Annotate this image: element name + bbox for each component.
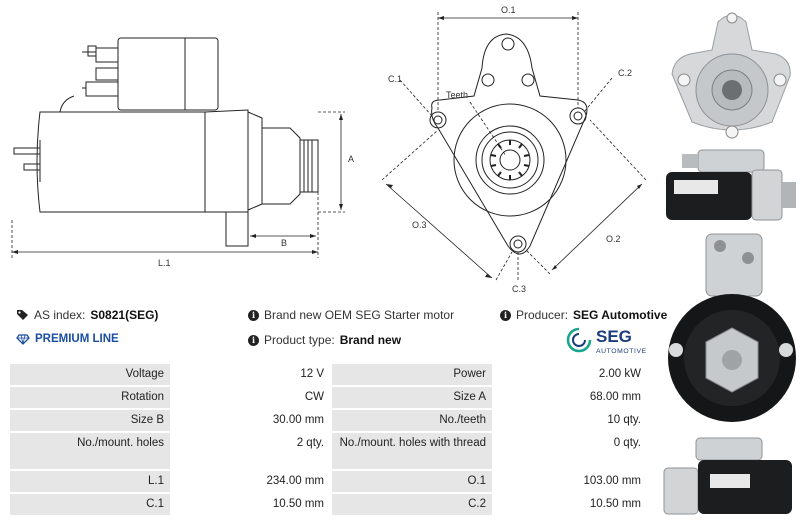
photo-rear-view[interactable] (662, 232, 800, 428)
spec-value: 2 qty. (172, 433, 330, 469)
technical-drawing: A B L.1 (0, 0, 660, 300)
spec-label: Size A (332, 387, 492, 408)
spec-value: 10.50 mm (172, 494, 330, 515)
starter-motor-drawing: A B L.1 (11, 5, 647, 294)
producer-label: Producer: (516, 308, 569, 322)
as-index-value: S0821(SEG) (90, 308, 159, 322)
dim-label-o2: O.2 (606, 234, 621, 244)
info-icon: i (248, 334, 259, 346)
spec-value: CW (172, 387, 330, 408)
photo-side-view[interactable] (662, 146, 800, 226)
description: i Brand new OEM SEG Starter motor (248, 308, 454, 322)
specs-table: Voltage 12 V Power 2.00 kW Rotation CW S… (8, 362, 649, 517)
table-row: C.1 10.50 mm C.2 10.50 mm (10, 494, 647, 515)
solenoid-outline (117, 37, 219, 111)
info-icon: i (248, 309, 259, 321)
producer: i Producer: SEG Automotive (500, 308, 667, 322)
dim-label-teeth: Teeth (446, 90, 468, 100)
as-index-label: AS index: (34, 308, 86, 322)
spec-label: No./mount. holes (10, 433, 170, 469)
spec-label: C.1 (10, 494, 170, 515)
dim-label-o1: O.1 (501, 5, 516, 15)
spec-value: 30.00 mm (172, 410, 330, 431)
spec-label: Power (332, 364, 492, 385)
product-info: AS index: S0821(SEG) i Brand new OEM SEG… (14, 306, 667, 358)
spec-value: 103.00 mm (494, 471, 647, 492)
table-row: Size B 30.00 mm No./teeth 10 qty. (10, 410, 647, 431)
product-photos (662, 0, 800, 523)
spec-value: 234.00 mm (172, 471, 330, 492)
table-row: Voltage 12 V Power 2.00 kW (10, 364, 647, 385)
as-index: AS index: S0821(SEG) (16, 308, 158, 322)
seg-logo-icon: SEG AUTOMOTIVE (566, 327, 647, 355)
product-type-label: Product type: (264, 333, 335, 347)
dim-label-c3: C.3 (512, 284, 526, 294)
spec-value: 10 qty. (494, 410, 647, 431)
svg-text:AUTOMOTIVE: AUTOMOTIVE (596, 348, 647, 355)
spec-value: 10.50 mm (494, 494, 647, 515)
spec-label: Rotation (10, 387, 170, 408)
photo-side-view-2[interactable] (662, 434, 800, 520)
table-row: L.1 234.00 mm O.1 103.00 mm (10, 471, 647, 492)
dim-label-a: A (348, 154, 354, 164)
premium-line-text: PREMIUM LINE (35, 333, 119, 345)
housing-circle (453, 103, 567, 217)
spec-label: C.2 (332, 494, 492, 515)
product-type: i Product type: Brand new (248, 333, 401, 347)
spec-value: 68.00 mm (494, 387, 647, 408)
motor-body-outline (36, 111, 206, 213)
dim-label-l1: L.1 (158, 258, 171, 268)
spec-label: Voltage (10, 364, 170, 385)
spec-label: No./teeth (332, 410, 492, 431)
svg-text:SEG: SEG (596, 327, 632, 346)
description-text: Brand new OEM SEG Starter motor (264, 308, 455, 322)
spec-label: O.1 (332, 471, 492, 492)
pinion-teeth (489, 139, 531, 181)
seg-automotive-logo: SEG AUTOMOTIVE (566, 326, 650, 356)
table-row: No./mount. holes 2 qty. No./mount. holes… (10, 433, 647, 469)
photo-front-view[interactable] (662, 4, 800, 144)
spec-value: 2.00 kW (494, 364, 647, 385)
diamond-icon (16, 333, 30, 345)
table-row: Rotation CW Size A 68.00 mm (10, 387, 647, 408)
spec-label: L.1 (10, 471, 170, 492)
premium-line: PREMIUM LINE (16, 333, 119, 345)
dim-label-o3: O.3 (412, 220, 427, 230)
dim-label-c1: C.1 (388, 74, 402, 84)
spec-value: 12 V (172, 364, 330, 385)
dim-label-c2: C.2 (618, 68, 632, 78)
info-icon: i (500, 309, 511, 321)
dim-label-b: B (281, 238, 287, 248)
tag-icon (16, 309, 29, 321)
producer-value: SEG Automotive (573, 308, 668, 322)
flange-outline (431, 33, 588, 255)
product-type-value: Brand new (339, 333, 402, 347)
spec-label: No./mount. holes with thread (332, 433, 492, 469)
spec-value: 0 qty. (494, 433, 647, 469)
spec-label: Size B (10, 410, 170, 431)
